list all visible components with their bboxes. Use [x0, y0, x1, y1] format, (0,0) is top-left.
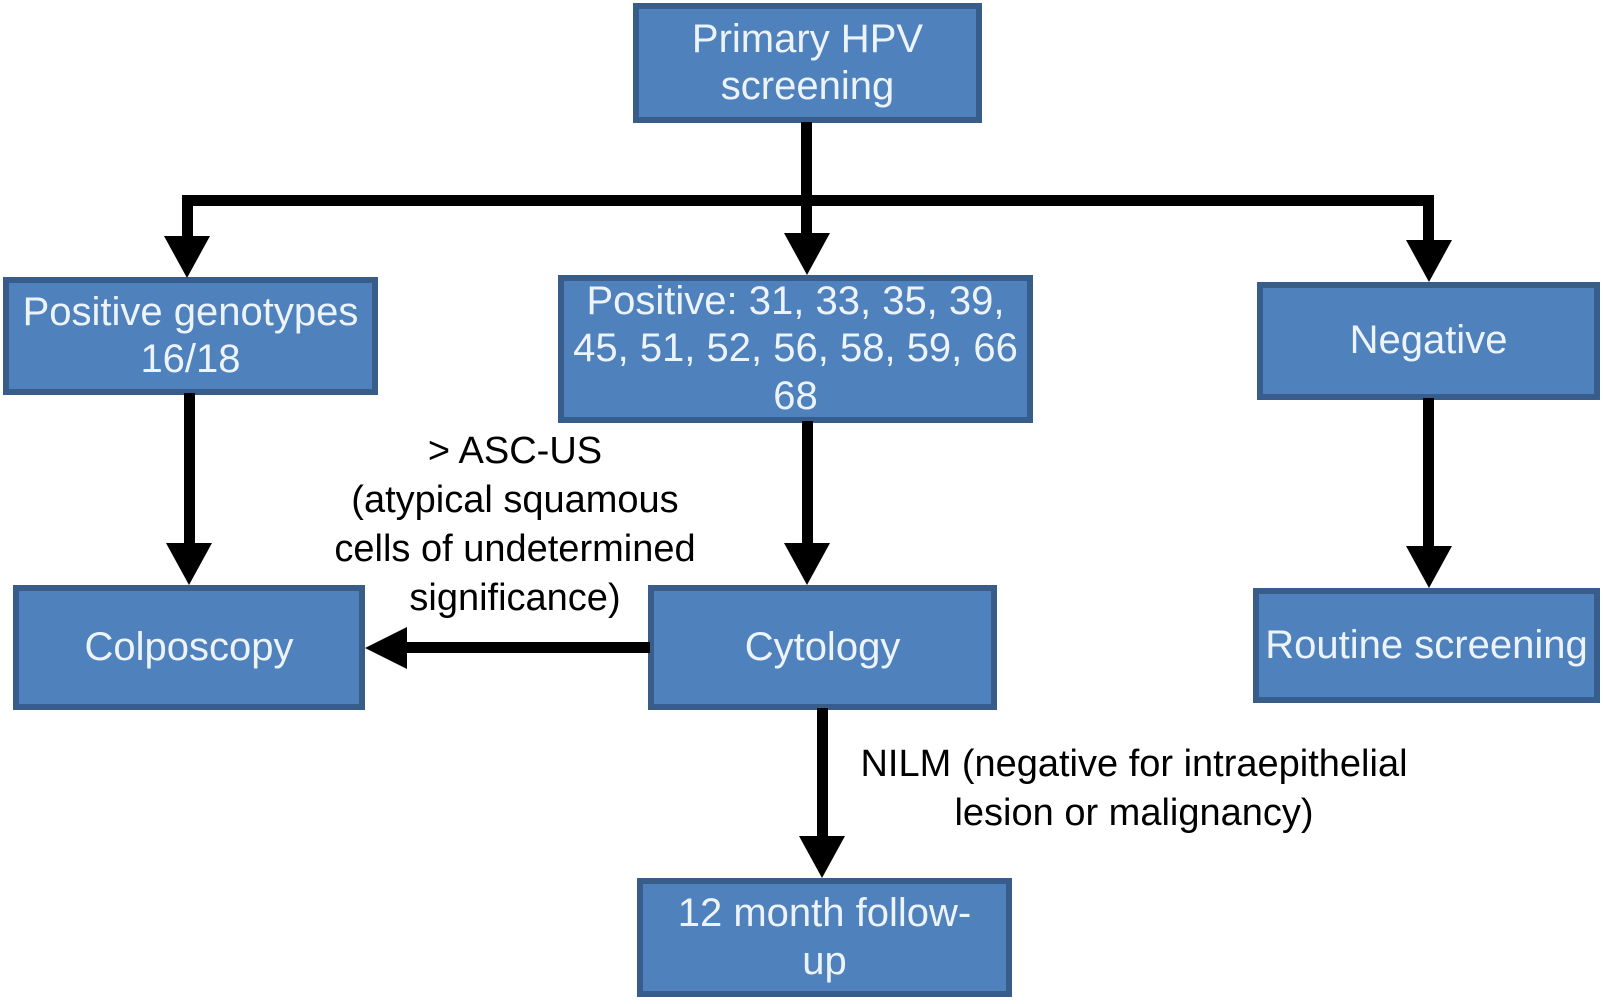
branch-right-stub [1423, 195, 1434, 242]
node-primary-hpv-screening: Primary HPV screening [633, 3, 982, 123]
branch-vertical-line [801, 122, 812, 235]
arrowhead-to-genotypes-icon [164, 236, 210, 278]
node-positive-other-genotypes: Positive: 31, 33, 35, 39, 45, 51, 52, 56… [558, 275, 1033, 423]
arrowhead-left-icon [365, 627, 407, 669]
node-cytology: Cytology [648, 585, 997, 710]
node-positive-genotypes-16-18: Positive genotypes 16/18 [3, 277, 378, 395]
ascus-edge-annotation: > ASC-US (atypical squamous cells of und… [334, 430, 696, 619]
arrowhead-down-icon [166, 543, 212, 585]
node-routine-screening: Routine screening [1253, 588, 1600, 703]
node-12-month-follow-up: 12 month follow- up [637, 878, 1012, 997]
node-negative: Negative [1257, 282, 1600, 400]
branch-left-stub [182, 195, 193, 237]
arrow-shaft [1423, 398, 1434, 548]
nilm-edge-annotation: NILM (negative for intraepithelial lesio… [860, 743, 1408, 834]
arrowhead-down-icon [1406, 546, 1452, 588]
arrow-shaft [403, 642, 650, 653]
arrow-shaft [802, 421, 813, 545]
arrow-shaft [817, 708, 828, 838]
arrowhead-to-negative-icon [1406, 240, 1452, 282]
branch-horizontal-line [182, 195, 1434, 206]
node-colposcopy: Colposcopy [13, 585, 365, 710]
arrowhead-down-icon [799, 836, 845, 878]
arrowhead-down-icon [784, 543, 830, 585]
arrow-shaft [184, 393, 195, 545]
arrowhead-to-other-positive-icon [784, 233, 830, 275]
